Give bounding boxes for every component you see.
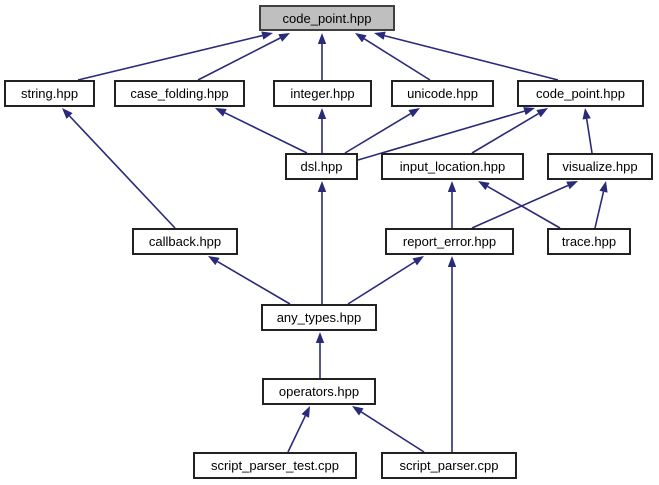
edge-input_location-to-code_point2 [471,112,539,154]
node-input_location[interactable]: input_location.hpp [381,153,524,180]
arrowhead-trace-to-visualize [599,181,608,193]
node-case_folding[interactable]: case_folding.hpp [114,80,245,107]
node-any_types[interactable]: any_types.hpp [261,304,377,331]
edge-string-to-root_code_point [77,34,263,81]
node-label: report_error.hpp [402,234,497,249]
node-integer[interactable]: integer.hpp [273,80,372,107]
edge-script_parser_test-to-operators [287,415,306,453]
edge-dsl-to-case_folding [224,112,308,154]
node-unicode[interactable]: unicode.hpp [391,80,494,107]
arrowhead-visualize-to-code_point2 [582,108,591,120]
edge-any_types-to-callback [217,260,291,305]
edge-dsl-to-code_point2 [357,110,525,161]
edge-visualize-to-code_point2 [585,118,593,154]
node-string[interactable]: string.hpp [4,80,95,107]
node-label: input_location.hpp [399,159,506,174]
arrowhead-callback-to-string [62,108,73,119]
edge-unicode-to-root_code_point [363,38,431,81]
arrowhead-dsl-to-unicode [408,108,420,118]
edge-code_point2-to-root_code_point [384,34,559,81]
arrowhead-dsl-to-case_folding [215,108,227,117]
node-visualize[interactable]: visualize.hpp [547,153,653,180]
edge-trace-to-input_location [487,185,561,229]
node-label: dsl.hpp [300,159,343,174]
arrowhead-script_parser-to-report_error [447,256,457,267]
arrowhead-any_types-to-report_error [412,256,424,266]
arrowhead-any_types-to-dsl [317,181,327,192]
arrowhead-script_parser-to-operators [352,406,364,416]
node-operators[interactable]: operators.hpp [262,378,376,405]
edge-trace-to-visualize [594,191,605,229]
edge-any_types-to-report_error [347,261,416,305]
arrowhead-unicode-to-root_code_point [355,33,367,43]
node-root_code_point: code_point.hpp [259,5,395,31]
node-label: operators.hpp [278,384,360,399]
node-script_parser[interactable]: script_parser.cpp [381,452,517,479]
arrowhead-any_types-to-callback [208,256,220,266]
arrowhead-code_point2-to-root_code_point [374,31,386,40]
edge-script_parser-to-operators [360,411,425,453]
edge-callback-to-string [68,115,176,229]
node-label: visualize.hpp [562,159,638,174]
arrowhead-integer-to-root_code_point [317,33,327,44]
node-script_parser_test[interactable]: script_parser_test.cpp [193,452,357,479]
arrowhead-report_error-to-input_location [447,181,457,192]
arrowhead-report_error-to-visualize [566,181,578,190]
node-label: script_parser.cpp [399,458,499,473]
arrowhead-dsl-to-code_point2 [523,107,535,116]
edge-dsl-to-unicode [344,112,411,154]
node-label: code_point.hpp [536,86,625,101]
arrowhead-trace-to-input_location [478,181,490,191]
arrowhead-case_folding-to-root_code_point [278,33,290,42]
node-label: script_parser_test.cpp [211,458,339,473]
node-label: string.hpp [20,86,79,101]
node-trace[interactable]: trace.hpp [547,228,631,255]
arrowhead-string-to-root_code_point [261,31,273,40]
edge-report_error-to-visualize [471,184,569,229]
edge-case_folding-to-root_code_point [197,37,281,81]
node-code_point2[interactable]: code_point.hpp [517,80,644,107]
node-label: trace.hpp [561,234,617,249]
node-label: unicode.hpp [407,86,478,101]
arrowhead-dsl-to-integer [317,108,327,119]
node-dsl[interactable]: dsl.hpp [285,153,358,180]
node-callback[interactable]: callback.hpp [132,228,238,255]
node-report_error[interactable]: report_error.hpp [385,228,514,255]
node-label: callback.hpp [148,234,222,249]
arrowhead-operators-to-any_types [315,332,325,343]
node-label: any_types.hpp [276,310,362,325]
node-label: case_folding.hpp [130,86,229,101]
arrowhead-script_parser_test-to-operators [301,406,310,418]
node-label: integer.hpp [290,86,355,101]
arrowhead-input_location-to-code_point2 [536,108,548,118]
node-label: code_point.hpp [282,10,372,26]
